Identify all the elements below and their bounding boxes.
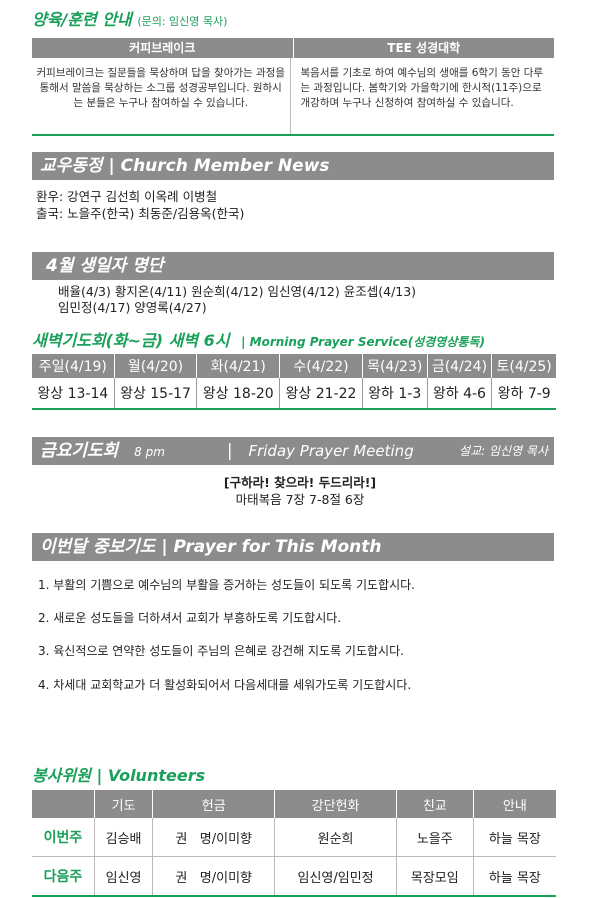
vol-header: 강단헌화 — [274, 790, 397, 818]
prayer-bar: 이번달 중보기도 | Prayer for This Month — [32, 533, 554, 561]
members-sick: 환우: 강연구 김선희 이옥례 이병철 — [36, 189, 218, 204]
vol-cell: 임신영 — [94, 856, 154, 897]
day-header: 월(4/20) — [114, 354, 198, 378]
training-body: 커피브레이크는 질문들을 묵상하며 답을 찾아가는 과정을 통해서 말씀을 묵상… — [32, 58, 554, 134]
vol-header: 기도 — [94, 790, 154, 818]
volunteers-header-row: 기도 헌금 강단헌화 친교 안내 — [32, 790, 556, 818]
members-bar: 교우동정 | Church Member News — [32, 152, 554, 180]
vol-cell: 김승배 — [94, 818, 154, 857]
training-title-text: 양육/훈련 안내 — [32, 10, 132, 29]
prayer-item: 4. 차세대 교회학교가 더 활성화되어서 다음세대를 세워가도록 기도합시다. — [38, 678, 412, 692]
birthday-list: 배율(4/3) 황지온(4/11) 원순희(4/12) 임신영(4/12) 윤조… — [58, 284, 416, 316]
vol-cell: 노을주 — [396, 818, 474, 857]
vol-cell: 하늘 목장 — [473, 818, 556, 857]
prayer-item: 2. 새로운 성도들을 더하셔서 교회가 부흥하도록 기도합시다. — [38, 611, 342, 625]
vol-row-label: 다음주 — [32, 856, 95, 897]
day-header: 목(4/23) — [362, 354, 428, 378]
friday-sermon: [구하라! 찾으라! 두드리라!] 마태복음 7장 7-8절 6장 — [0, 474, 600, 508]
dawn-subtitle: | Morning Prayer Service(성경영상통독) — [241, 335, 485, 349]
reading-cell: 왕하 1-3 — [362, 378, 428, 410]
vol-cell: 목장모임 — [396, 856, 474, 897]
prayer-item: 1. 부활의 기쁨으로 예수님의 부활을 증거하는 성도들이 되도록 기도합시다… — [38, 578, 415, 592]
volunteers-title: 봉사위원 | Volunteers — [32, 766, 206, 785]
birthday-line-1: 배율(4/3) 황지온(4/11) 원순희(4/12) 임신영(4/12) 윤조… — [58, 284, 417, 299]
tee-text: 복음서를 기초로 하여 예수님의 생애를 6학기 동안 다루는 과정입니다. 봄… — [300, 67, 544, 109]
vol-header: 안내 — [473, 790, 556, 818]
vol-header: 친교 — [396, 790, 474, 818]
reading-cell: 왕상 18-20 — [196, 378, 281, 410]
reading-cell: 왕상 15-17 — [114, 378, 198, 410]
members-list: 환우: 강연구 김선희 이옥례 이병철 출국: 노을주(한국) 최동준/김용옥(… — [36, 188, 244, 222]
reading-cell: 왕상 13-14 — [32, 378, 115, 410]
vol-cell: 하늘 목장 — [473, 856, 556, 897]
friday-english: Friday Prayer Meeting — [248, 442, 414, 460]
birthday-line-2: 임민정(4/17) 양영록(4/27) — [58, 300, 207, 315]
members-departure: 출국: 노을주(한국) 최동준/김용옥(한국) — [36, 206, 245, 221]
sermon-scripture: 마태복음 7장 7-8절 6장 — [235, 492, 365, 507]
volunteers-row-next-week: 다음주 임신영 권 명/이미향 임신영/임민정 목장모임 하늘 목장 — [32, 856, 556, 897]
training-title: 양육/훈련 안내 (문의: 임신영 목사) — [32, 6, 227, 30]
training-divider — [32, 134, 554, 136]
birthdays-bar: 4월 생일자 명단 — [32, 252, 554, 280]
day-header: 주일(4/19) — [32, 354, 115, 378]
vol-row-label: 이번주 — [32, 818, 95, 857]
prayer-title: 이번달 중보기도 | Prayer for This Month — [40, 537, 382, 557]
coffee-break-text: 커피브레이크는 질문들을 묵상하며 답을 찾아가는 과정을 통해서 말씀을 묵상… — [32, 58, 291, 134]
vol-header-blank — [32, 790, 95, 818]
day-header: 화(4/21) — [196, 354, 281, 378]
vol-cell: 권 명/이미향 — [152, 818, 276, 857]
sermon-theme: [구하라! 찾으라! 두드리라!] — [223, 475, 377, 490]
friday-separator: | — [226, 441, 233, 461]
training-contact: (문의: 임신영 목사) — [137, 15, 228, 28]
day-header: 토(4/25) — [491, 354, 556, 378]
dawn-schedule-table: 주일(4/19) 월(4/20) 화(4/21) 수(4/22) 목(4/23)… — [32, 354, 556, 410]
coffee-break-title: 커피브레이크 — [32, 38, 294, 58]
birthdays-title: 4월 생일자 명단 — [46, 256, 164, 276]
vol-cell: 임신영/임민정 — [274, 856, 397, 897]
members-title: 교우동정 | Church Member News — [40, 156, 330, 176]
reading-cell: 왕하 4-6 — [427, 378, 493, 410]
reading-cell: 왕상 21-22 — [279, 378, 363, 410]
volunteers-row-this-week: 이번주 김승배 권 명/이미향 원순희 노을주 하늘 목장 — [32, 818, 556, 857]
day-header: 수(4/22) — [279, 354, 363, 378]
vol-cell: 원순희 — [274, 818, 397, 857]
training-header: 커피브레이크 TEE 성경대학 — [32, 38, 554, 58]
friday-time: 8 pm — [134, 445, 165, 459]
dawn-readings-row: 왕상 13-14 왕상 15-17 왕상 18-20 왕상 21-22 왕하 1… — [32, 378, 556, 410]
friday-title: 금요기도회 — [40, 441, 119, 461]
volunteers-table: 기도 헌금 강단헌화 친교 안내 이번주 김승배 권 명/이미향 원순희 노을주… — [32, 790, 556, 897]
dawn-days-row: 주일(4/19) 월(4/20) 화(4/21) 수(4/22) 목(4/23)… — [32, 354, 556, 378]
friday-bar: 금요기도회 8 pm | Friday Prayer Meeting 설교: 임… — [32, 437, 554, 465]
friday-preacher: 설교: 임신영 목사 — [459, 444, 548, 458]
vol-header: 헌금 — [152, 790, 276, 818]
reading-cell: 왕하 7-9 — [491, 378, 556, 410]
training-table: 커피브레이크 TEE 성경대학 커피브레이크는 질문들을 묵상하며 답을 찾아가… — [32, 38, 554, 136]
tee-title: TEE 성경대학 — [387, 41, 461, 55]
vol-cell: 권 명/이미향 — [152, 856, 276, 897]
dawn-title: 새벽기도회(화~금) 새벽 6시 | Morning Prayer Servic… — [32, 327, 485, 351]
dawn-title-text: 새벽기도회(화~금) 새벽 6시 — [32, 331, 230, 350]
day-header: 금(4/24) — [427, 354, 493, 378]
prayer-item: 3. 육신적으로 연약한 성도들이 주님의 은혜로 강건해 지도록 기도합시다. — [38, 644, 404, 658]
